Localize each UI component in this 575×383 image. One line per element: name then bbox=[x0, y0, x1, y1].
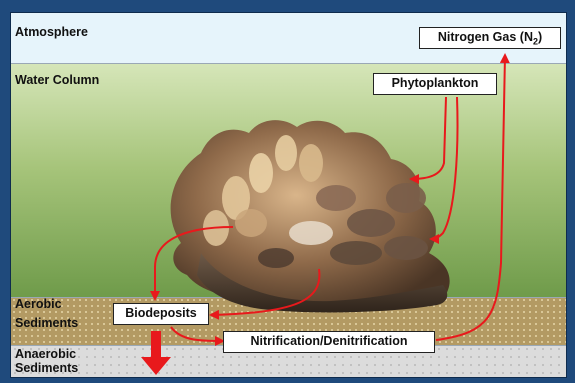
arrow-biodeposits-to-nitrification bbox=[171, 327, 223, 341]
nitrification-denitrification-box: Nitrification/Denitrification bbox=[223, 331, 435, 353]
nitrogen-gas-prefix: Nitrogen Gas (N bbox=[438, 30, 533, 44]
phytoplankton-box: Phytoplankton bbox=[373, 73, 497, 95]
nitrogen-gas-box: Nitrogen Gas (N2) bbox=[419, 27, 561, 49]
water-column-label: Water Column bbox=[15, 73, 99, 87]
anaerobic-label-line2: Sediments bbox=[15, 361, 78, 375]
nitrogen-gas-suffix: ) bbox=[538, 30, 542, 44]
flow-arrows bbox=[11, 13, 566, 377]
arrow-oyster-to-biodeposits-left bbox=[155, 227, 233, 299]
aerobic-label-line1: Aerobic bbox=[15, 297, 78, 311]
diagram-panel: Atmosphere Water Column Aerobic Sediment… bbox=[10, 12, 567, 378]
aerobic-sediments-label: Aerobic Sediments bbox=[15, 297, 78, 330]
arrow-phytoplankton-to-oyster-upper bbox=[411, 97, 446, 179]
burial-arrow bbox=[141, 331, 171, 375]
biodeposits-box: Biodeposits bbox=[113, 303, 209, 325]
anaerobic-label-line1: Anaerobic bbox=[15, 347, 78, 361]
anaerobic-sediments-label: Anaerobic Sediments bbox=[15, 347, 78, 375]
arrow-phytoplankton-to-oyster-lower bbox=[431, 97, 457, 239]
aerobic-label-line2: Sediments bbox=[15, 316, 78, 330]
arrow-oyster-to-biodeposits-right bbox=[211, 269, 319, 315]
atmosphere-label: Atmosphere bbox=[15, 25, 88, 39]
